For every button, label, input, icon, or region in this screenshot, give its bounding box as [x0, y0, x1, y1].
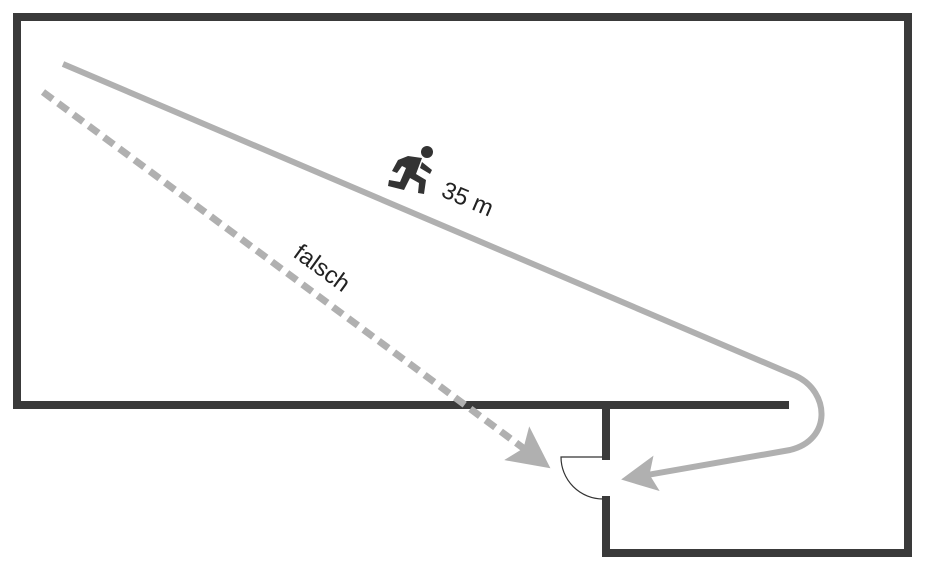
walls [13, 13, 912, 557]
wrong-route-label: falsch [288, 239, 355, 298]
wrong-route-arrow [40, 89, 551, 469]
correct-route-arrow [61, 61, 825, 492]
outer-wall [13, 13, 912, 557]
door-icon [560, 456, 604, 500]
running-person-icon [388, 146, 433, 194]
distance-label: 35 m [438, 177, 498, 223]
